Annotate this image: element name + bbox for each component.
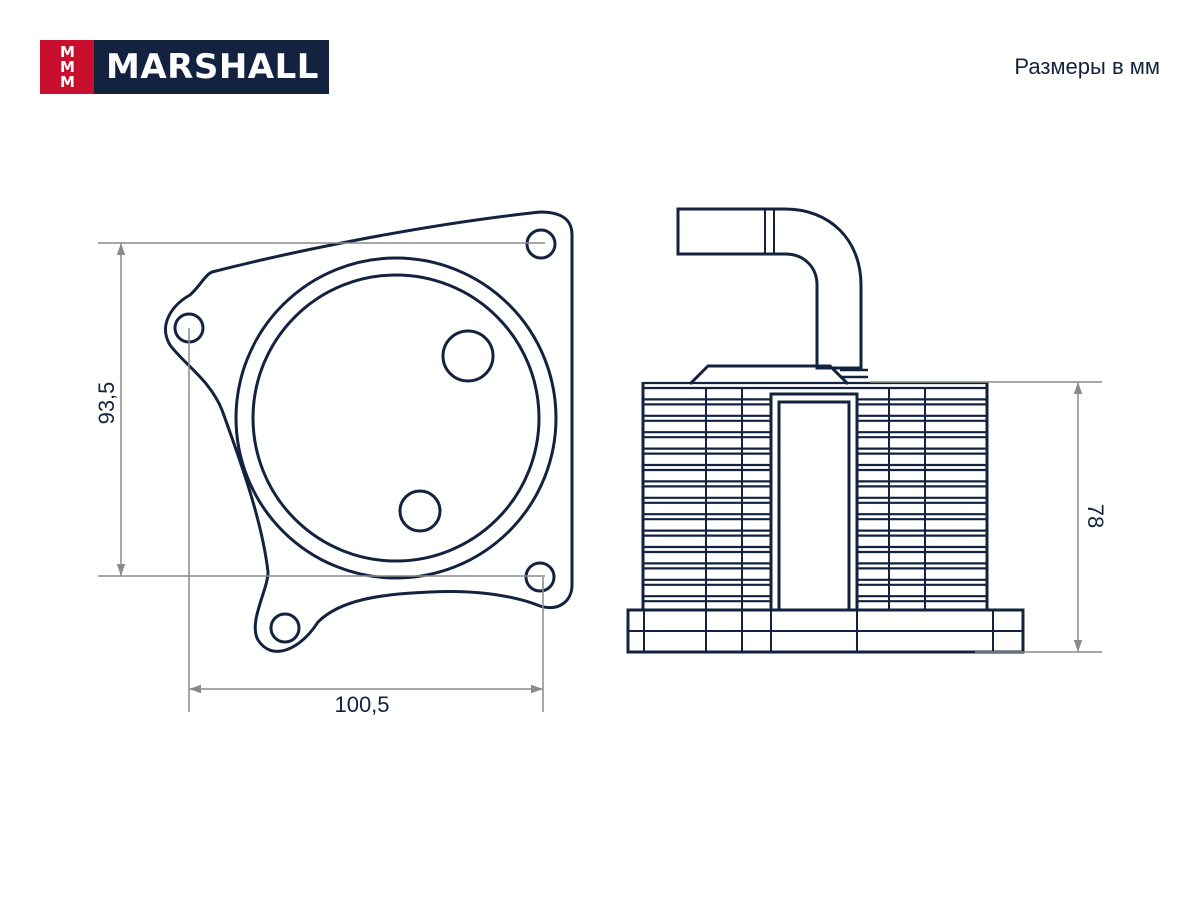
dimension-height-front: 93,5 [94,382,119,425]
cooler-outer-ring [234,256,558,580]
center-column [769,392,859,628]
inlet-pipe [676,207,863,370]
logo-mark-letter: M [60,72,75,91]
side-view [676,207,868,386]
logo-mark: M M M [40,40,94,94]
front-view [164,210,574,653]
cooler-inner-ring [251,273,541,563]
flange-outline [164,210,574,653]
logo-mark-letter: M [60,57,75,76]
dimension-height-side: 78 [1083,504,1108,528]
side-view-body [626,382,1025,654]
logo-mark-letter: M [60,42,75,61]
mounting-hole [269,612,301,644]
mounting-hole [524,561,556,593]
mounting-hole [525,228,557,260]
top-clamp [688,364,850,386]
front-dimensions [98,242,545,712]
logo-text: MARSHALL [94,40,329,94]
dimension-width-front: 100,5 [334,692,389,717]
side-dimensions [870,381,1102,653]
oil-port [398,489,442,533]
oil-port [441,329,495,383]
units-label: Размеры в мм [1014,54,1160,79]
brand-logo: M M M MARSHALL [40,40,329,94]
